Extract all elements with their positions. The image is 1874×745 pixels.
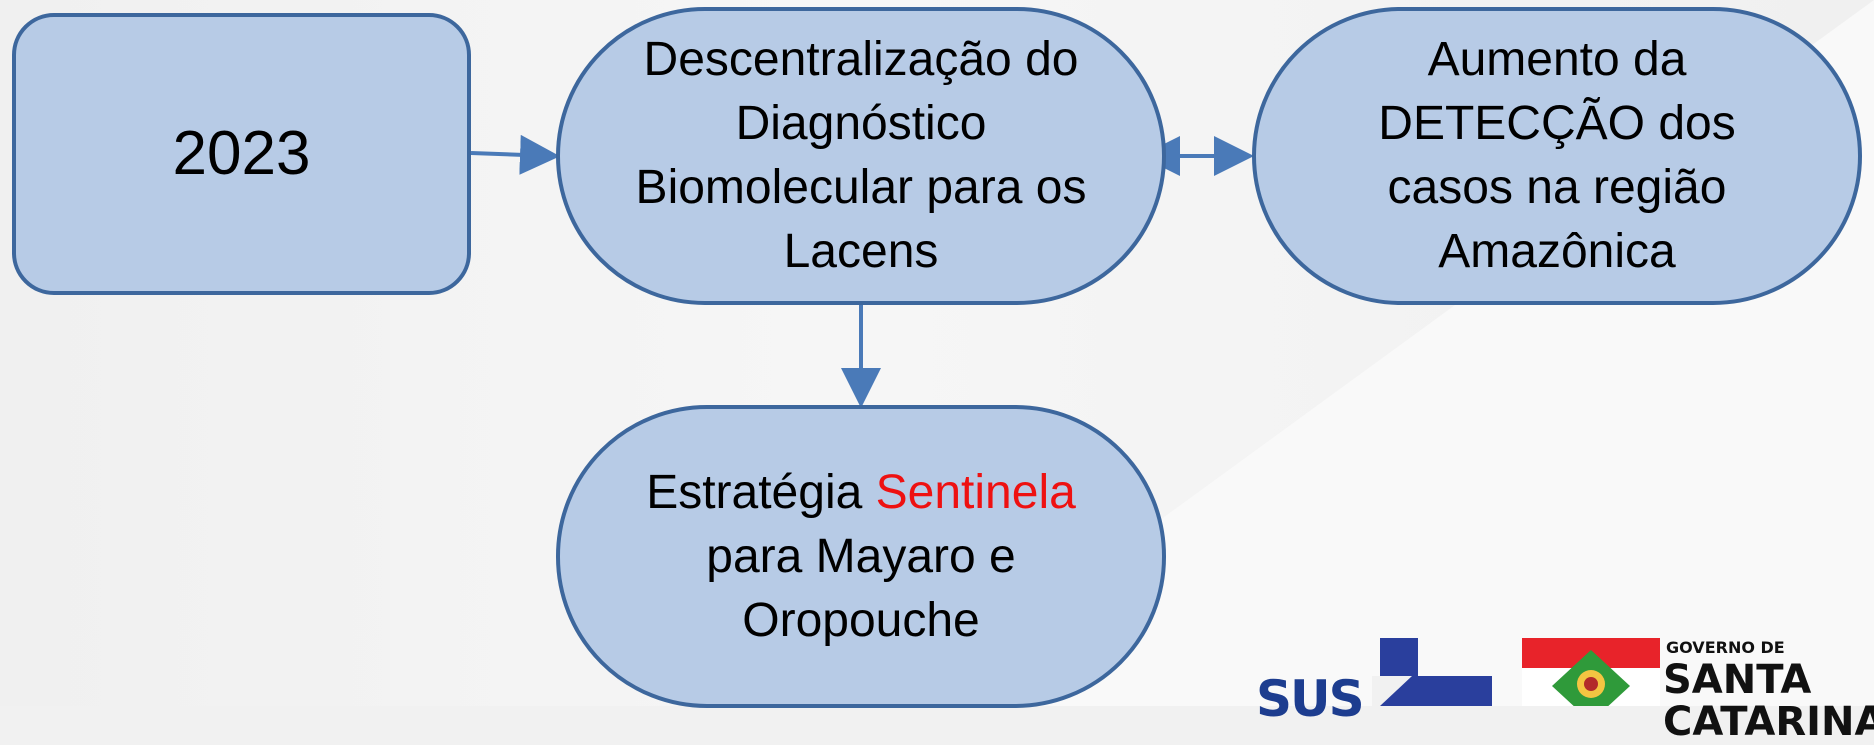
edge-year-to-decentralization	[470, 134, 560, 175]
santa-catarina-logo-line1: GOVERNO DE	[1666, 638, 1785, 657]
node-year: 2023	[12, 13, 471, 295]
node-strategy: Estratégia Sentinela para Mayaro e Oropo…	[556, 405, 1166, 708]
santa-catarina-flag-icon	[1522, 638, 1660, 706]
santa-catarina-logo-line3: CATARINA	[1663, 699, 1874, 745]
sus-logo-text: SUS	[1256, 670, 1365, 728]
sus-cross-icon	[1372, 638, 1492, 706]
node-strategy-label-before: Estratégia	[646, 465, 876, 519]
sus-logo: SUS	[1256, 638, 1492, 724]
santa-catarina-logo: GOVERNO DE SANTA CATARINA	[1522, 638, 1874, 744]
node-detection: Aumento da DETECÇÃO dos casos na região …	[1252, 7, 1862, 305]
node-strategy-label-after: para Mayaro e Oropouche	[706, 529, 1016, 647]
santa-catarina-logo-line2: SANTA	[1663, 657, 1812, 703]
diagram-edges	[470, 134, 1254, 408]
node-strategy-label: Estratégia Sentinela para Mayaro e Oropo…	[611, 461, 1111, 653]
node-detection-label: Aumento da DETECÇÃO dos casos na região …	[1378, 33, 1736, 278]
node-strategy-label-highlight: Sentinela	[875, 465, 1076, 519]
node-year-label: 2023	[172, 119, 311, 188]
node-decentralization-label: Descentralização do Diagnóstico Biomolec…	[635, 33, 1087, 278]
node-decentralization: Descentralização do Diagnóstico Biomolec…	[556, 7, 1166, 305]
